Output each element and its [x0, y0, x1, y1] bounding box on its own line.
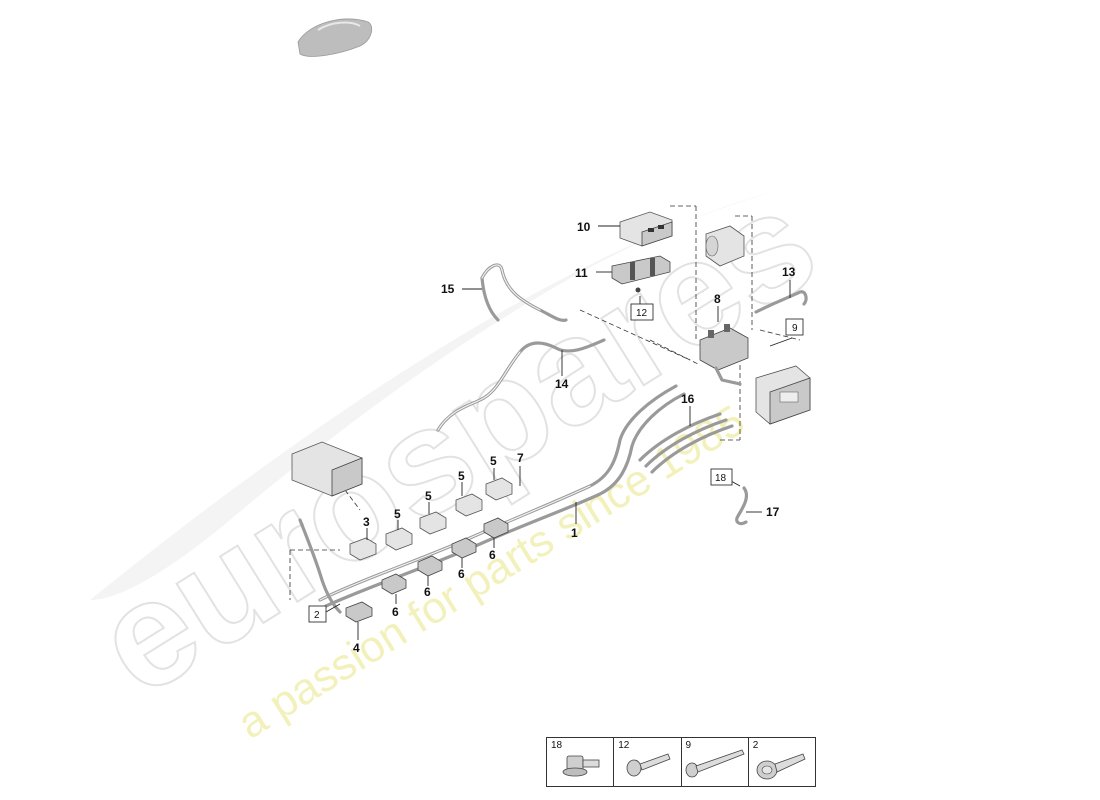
pump-unit-part: [755, 365, 811, 425]
callout-10: 10: [577, 220, 591, 234]
callout-5: 5: [458, 469, 465, 483]
callout-11: 11: [575, 266, 588, 280]
callout-6: 6: [458, 567, 465, 581]
callout-6: 6: [489, 548, 496, 562]
boxed-callout-2: 2: [308, 605, 327, 623]
svg-text:18: 18: [715, 473, 727, 484]
hose-15: [480, 263, 568, 322]
actuator-part: [705, 225, 745, 267]
fastener-number: 9: [685, 740, 692, 751]
boxed-callout-12: 12: [630, 303, 654, 321]
battery-part: [291, 441, 363, 497]
collar-bolt-icon: [756, 753, 806, 780]
boxed-callout-18: 18: [710, 468, 733, 486]
long-bolt-icon: [685, 749, 745, 778]
svg-text:9: 9: [792, 323, 798, 334]
watermark-swoosh: [90, 190, 780, 600]
hose-14: [436, 338, 606, 432]
callout-4: 4: [353, 641, 360, 655]
hose-13: [754, 290, 808, 314]
valve-block-part: [699, 324, 749, 386]
control-unit-part: [619, 211, 673, 247]
callout-17: 17: [766, 505, 780, 519]
callout-5: 5: [490, 454, 497, 468]
fastener-table: 18 12 9 2: [546, 737, 816, 787]
callout-1: 1: [571, 526, 578, 540]
boxed-callout-9: 9: [785, 318, 804, 336]
fastener-cell: 18: [547, 738, 615, 786]
bracket-part: [611, 255, 671, 293]
fastener-number: 12: [618, 740, 630, 751]
flange-bolt-icon: [562, 755, 600, 777]
clip-parts: [345, 477, 513, 623]
fastener-cell: 2: [749, 738, 815, 786]
assembly-guide-lines: [289, 205, 801, 600]
fastener-cell: 9: [682, 738, 749, 786]
svg-text:12: 12: [636, 308, 648, 319]
callout-7: 7: [517, 451, 524, 465]
svg-text:2: 2: [314, 610, 320, 621]
line-16-bundle: [638, 412, 734, 474]
callout-labels: 1 3 4 5 5 5 5 6 6 6 6 7 8 10 11 13 14 15…: [353, 220, 796, 655]
callout-5: 5: [394, 507, 401, 521]
callout-6: 6: [392, 605, 399, 619]
callout-16: 16: [681, 392, 695, 406]
callout-5: 5: [425, 489, 432, 503]
callout-3: 3: [363, 515, 370, 529]
car-silhouette-icon: [297, 18, 373, 57]
callout-14: 14: [555, 377, 569, 391]
line-17: [735, 486, 749, 526]
callout-8: 8: [714, 292, 721, 306]
fastener-number: 18: [551, 740, 563, 751]
fastener-number: 2: [752, 740, 759, 751]
callout-13: 13: [782, 265, 796, 279]
callout-15: 15: [441, 282, 455, 296]
callout-6: 6: [424, 585, 431, 599]
fastener-cell: 12: [614, 738, 682, 786]
bolt-icon: [626, 753, 671, 777]
